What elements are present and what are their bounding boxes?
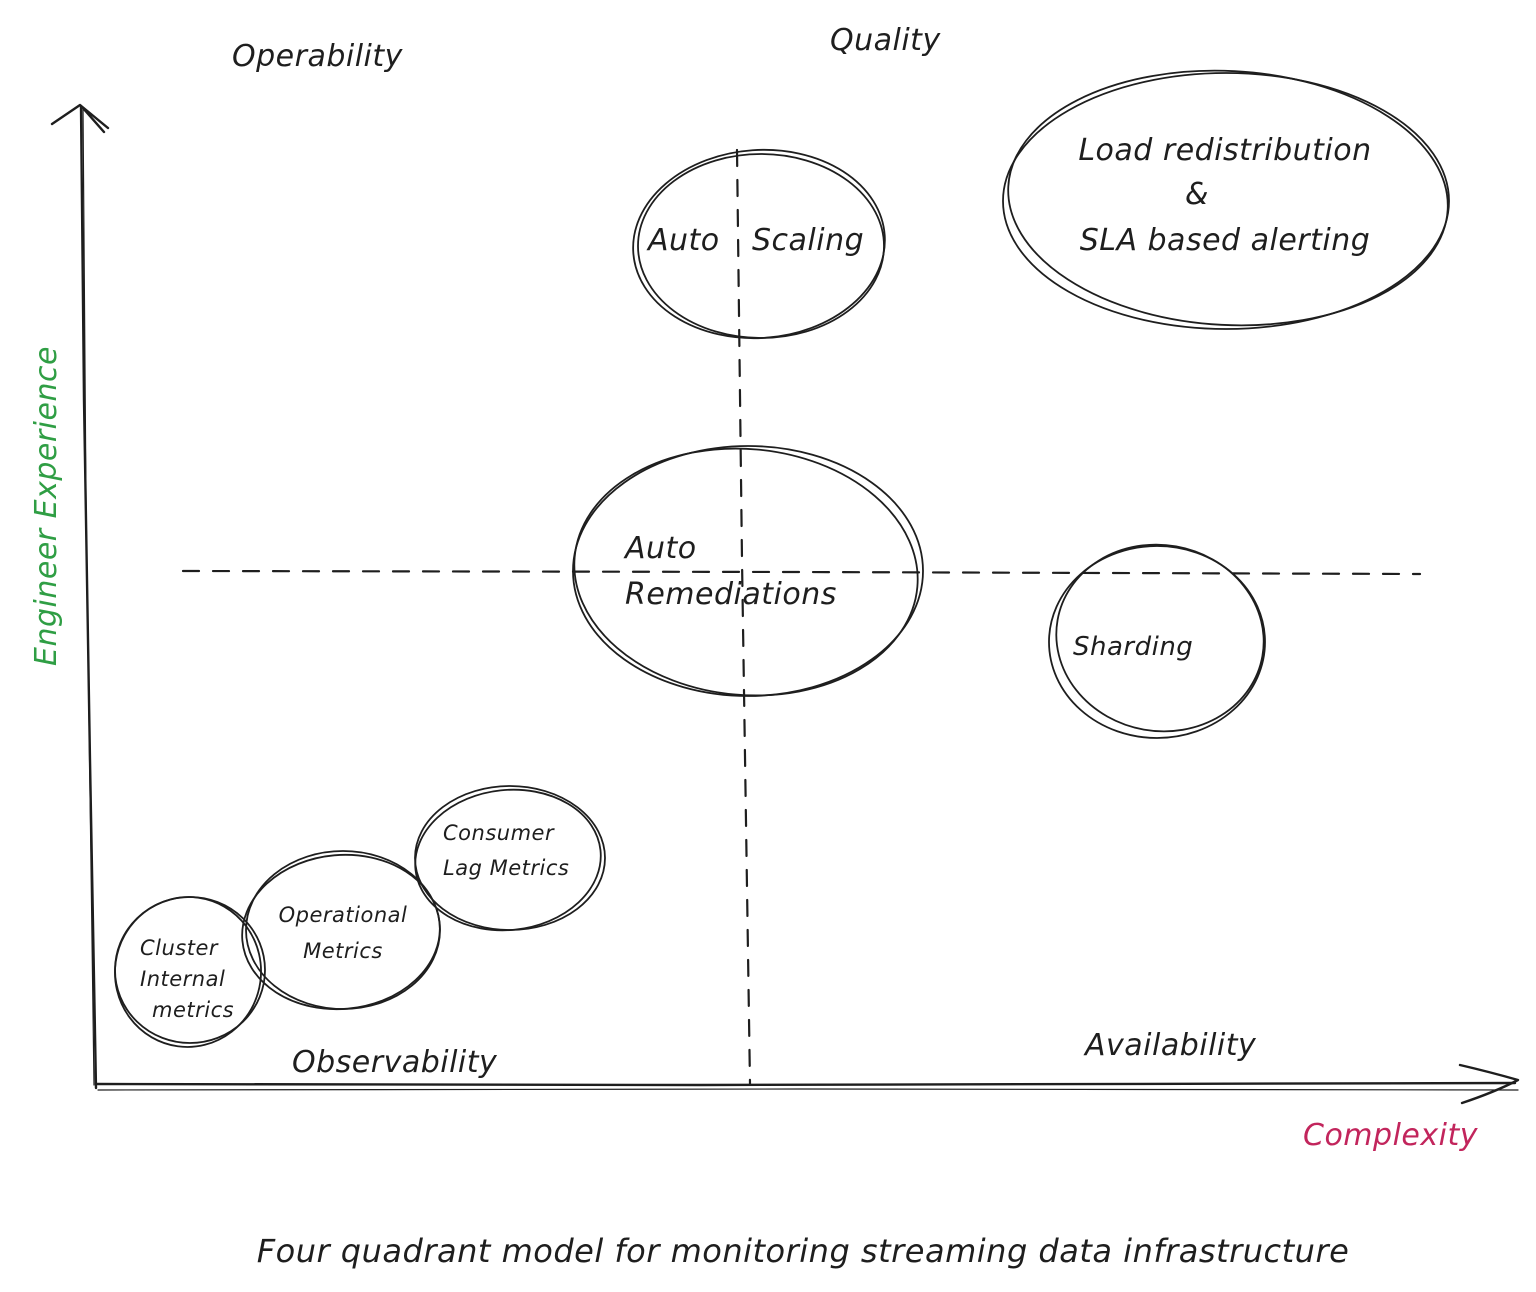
- node-operational-metrics: Operational Metrics: [241, 850, 441, 1011]
- node-operational-metrics-label-2: Metrics: [303, 939, 383, 963]
- y-axis-label: Engineer Experience: [29, 346, 64, 666]
- node-load-redistribution: Load redistribution & SLA based alerting: [1002, 69, 1450, 330]
- node-consumer-lag-metrics: Consumer Lag Metrics: [414, 785, 606, 932]
- node-sharding: Sharding: [1048, 543, 1266, 739]
- node-load-redistribution-label-3: SLA based alerting: [1080, 223, 1371, 258]
- vertical-divider-dashed: [735, 148, 752, 1086]
- node-auto-scaling-label-2: Scaling: [752, 223, 864, 258]
- node-consumer-lag-metrics-label-2: Lag Metrics: [443, 856, 569, 880]
- node-load-redistribution-outline: [1002, 72, 1450, 330]
- x-axis-arrowhead-icon: [1458, 1063, 1520, 1105]
- node-load-redistribution-label-1: Load redistribution: [1078, 133, 1371, 168]
- quadrant-label-operability: Operability: [232, 39, 404, 74]
- y-axis-line-sketch: [82, 107, 95, 1086]
- node-auto-remediations: Auto Remediations: [572, 445, 924, 697]
- node-cluster-internal-metrics-label-1: Cluster: [140, 936, 219, 960]
- node-cluster-internal-metrics: Cluster Internal metrics: [114, 896, 266, 1048]
- node-auto-remediations-outline-sketch: [573, 447, 919, 697]
- horizontal-divider-dashed: [181, 569, 1422, 576]
- node-sharding-outline: [1048, 545, 1266, 739]
- node-auto-scaling-label-1: Auto: [646, 223, 720, 258]
- node-auto-scaling: Auto Scaling: [632, 148, 886, 340]
- x-axis-label: Complexity: [1303, 1118, 1479, 1153]
- node-auto-scaling-outline-sketch: [632, 148, 886, 340]
- node-load-redistribution-outline-sketch: [1007, 69, 1449, 327]
- node-operational-metrics-label-1: Operational: [279, 903, 408, 927]
- node-cluster-internal-metrics-label-3: metrics: [152, 998, 234, 1022]
- y-axis: [50, 103, 110, 1090]
- x-axis-line-sketch: [97, 1088, 1519, 1091]
- node-sharding-label: Sharding: [1073, 632, 1193, 662]
- x-axis-line: [94, 1081, 1517, 1087]
- node-load-redistribution-label-2: &: [1185, 177, 1209, 212]
- node-consumer-lag-metrics-outline-sketch: [414, 788, 602, 932]
- node-consumer-lag-metrics-label-1: Consumer: [443, 821, 555, 845]
- node-auto-remediations-label-1: Auto: [623, 531, 697, 566]
- quadrant-label-observability: Observability: [292, 1045, 498, 1080]
- node-cluster-internal-metrics-outline-sketch: [114, 896, 262, 1048]
- x-axis: [94, 1063, 1520, 1105]
- y-axis-arrowhead-icon: [50, 103, 110, 134]
- y-axis-line: [79, 104, 98, 1090]
- quadrant-label-quality: Quality: [830, 23, 941, 58]
- diagram-caption: Four quadrant model for monitoring strea…: [257, 1232, 1350, 1270]
- node-cluster-internal-metrics-label-2: Internal: [140, 967, 225, 991]
- quadrant-label-availability: Availability: [1083, 1028, 1257, 1063]
- node-operational-metrics-outline-sketch: [241, 853, 441, 1011]
- node-sharding-outline-sketch: [1055, 543, 1265, 733]
- node-auto-remediations-outline: [572, 445, 924, 697]
- node-auto-remediations-label-2: Remediations: [625, 577, 837, 612]
